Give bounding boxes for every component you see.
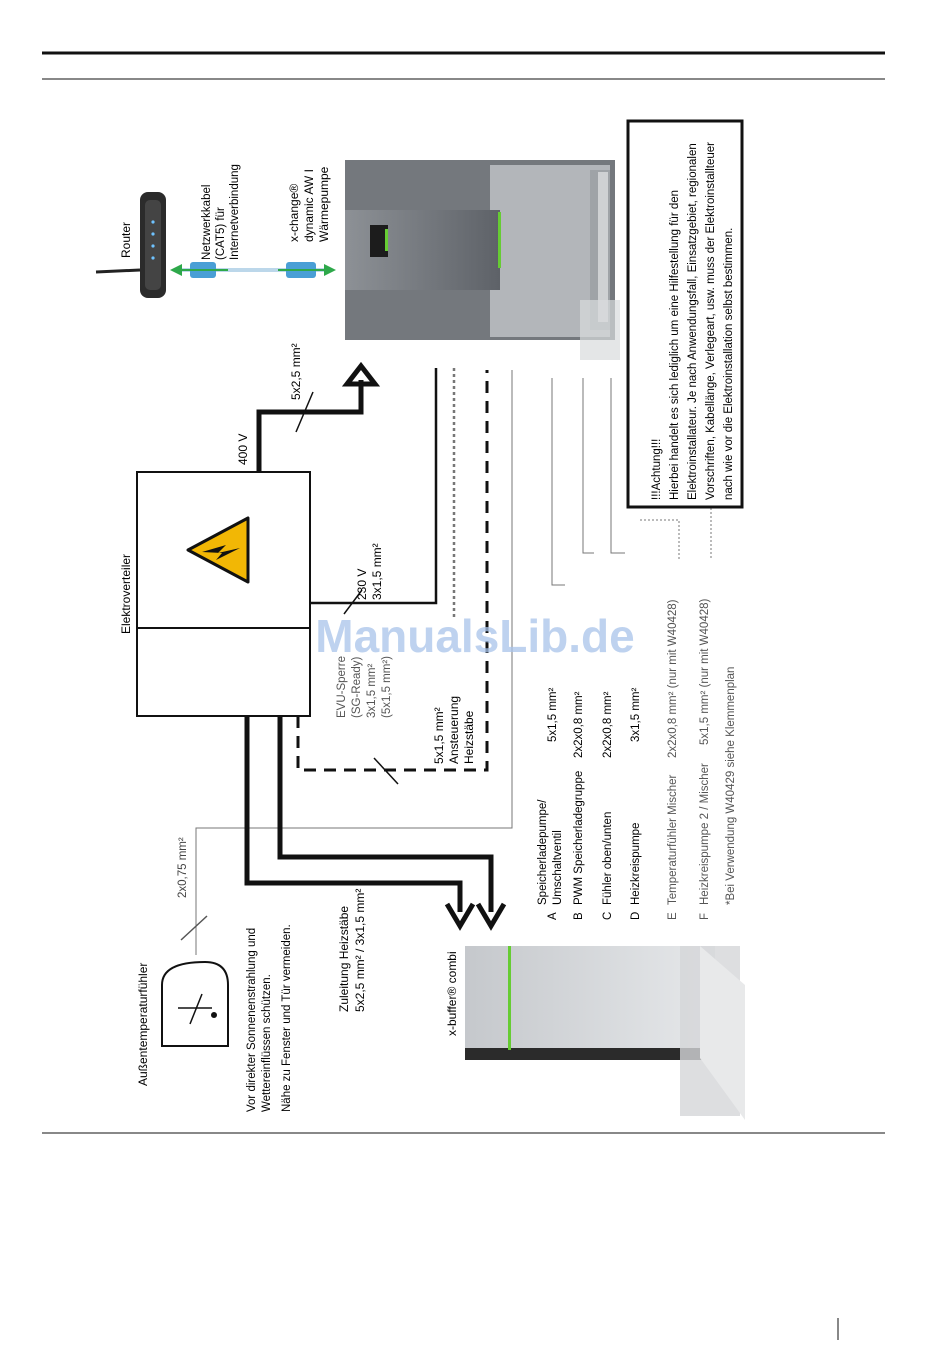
electrical-panel (136, 471, 311, 717)
evu-label-3: 3x1,5 mm² (366, 664, 378, 718)
legend-f-value: 5x1,5 mm² (nur mit W40428) (699, 598, 711, 745)
warning-line-1: !!!Achtung!!! (651, 439, 663, 500)
evu-label-4: (5x1,5 mm²) (381, 656, 393, 718)
warning-line-5: nach wie vor die Elektroinstallation sel… (723, 228, 735, 500)
legend-b-value: 2x2x0,8 mm² (573, 691, 585, 758)
cable-400-label: 5x2,5 mm² (289, 343, 303, 400)
legend-c-line1: Fühler oben/unten (602, 812, 614, 905)
warning-line-3: Elektroinstallateur. Je nach Anwendungsf… (687, 143, 699, 500)
heater-control-label-1: 5x1,5 mm² (432, 707, 446, 764)
legend-c-value: 2x2x0,8 mm² (602, 691, 614, 758)
legend-d-line1: Heizkreispumpe (630, 823, 642, 905)
legend-f-letter: F (699, 913, 711, 920)
legend-a-letter: A (547, 912, 559, 920)
warning-box: !!!Achtung!!! Hierbei handelt es sich le… (626, 119, 744, 509)
warning-line-4: Vorschriften, Kabellänge, Verlegeart, us… (705, 142, 717, 500)
legend-a-line1: Speicherladepumpe/ (537, 799, 549, 905)
electrical-panel-label: Elektroverteiler (119, 554, 133, 634)
legend-d-letter: D (630, 912, 642, 920)
buffer-image (465, 946, 745, 1120)
line-230v (310, 368, 438, 615)
outdoor-sensor-note-2: Wettereinflüssen schützen. (261, 974, 273, 1112)
heater-control-label-2: Ansteuerung (447, 696, 461, 764)
evu-label-2: (SG-Ready) (351, 656, 363, 718)
legend: A Speicherladepumpe/ Umschaltventil 5x1,… (537, 598, 737, 920)
line-400v (256, 361, 381, 472)
outdoor-sensor-label: Außentemperaturfühler (136, 963, 150, 1086)
heater-control-label-3: Heizstäbe (462, 710, 476, 764)
legend-a-value: 5x1,5 mm² (547, 688, 559, 742)
network-cable-label-1: Netzwerkkabel (201, 185, 213, 260)
router-icon (95, 192, 166, 298)
voltage-400-label: 400 V (236, 434, 250, 465)
legend-d-value: 3x1,5 mm² (630, 688, 642, 742)
high-voltage-warning-icon (186, 516, 250, 584)
watermark: ManualsLib.de (315, 610, 634, 662)
legend-a-line2: Umschaltventil (552, 830, 564, 905)
legend-footnote: *Bei Verwendung W40429 siehe Klemmenplan (725, 667, 737, 905)
warning-line-2: Hierbei handelt es sich lediglich um ein… (669, 190, 681, 500)
router-label: Router (119, 222, 133, 258)
legend-e-letter: E (667, 912, 679, 920)
heater-supply-label-2: 5x2,5 mm² / 3x1,5 mm² (353, 889, 367, 1012)
heater-supply-label-1: Zuleitung Heizstäbe (337, 906, 351, 1012)
legend-b-letter: B (573, 912, 585, 920)
legend-f-line1: Heizkreispumpe 2 / Mischer (699, 763, 711, 905)
network-cable-label-2: (CAT5) für (215, 207, 227, 260)
outdoor-sensor-cable-label: 2x0,75 mm² (177, 837, 189, 898)
legend-c-letter: C (602, 912, 614, 920)
evu-label-1: EVU-Sperre (336, 656, 348, 718)
network-cable-label-3: Internetverbindung (229, 164, 241, 260)
line-heater-control (296, 370, 489, 785)
legend-e-value: 2x2x0,8 mm² (nur mit W40428) (667, 599, 679, 758)
outdoor-sensor-tick (180, 915, 208, 941)
network-cable (170, 262, 336, 278)
legend-e-line1: Temperaturfühler Mischer (667, 774, 679, 905)
line-heater-supply (244, 716, 507, 931)
heatpump-image (345, 160, 620, 360)
outdoor-sensor-note-1: Vor direkter Sonnenenstrahlung und (246, 928, 258, 1112)
heatpump-label-1: x-change® (287, 184, 301, 242)
legend-b-line1: PWM Speicherladegruppe (573, 771, 585, 905)
cable-230-label: 3x1,5 mm² (370, 543, 384, 600)
buffer-label: x-buffer® combi (445, 951, 459, 1036)
outdoor-sensor-note-3: Nähe zu Fenster und Tür vermeiden. (281, 924, 293, 1112)
outdoor-sensor-icon (161, 960, 229, 1047)
heatpump-label-2: dynamic AW I (302, 169, 316, 242)
heatpump-label-3: Wärmepumpe (317, 166, 331, 242)
voltage-230-label: 230 V (355, 569, 369, 600)
page-rules (42, 51, 885, 1340)
